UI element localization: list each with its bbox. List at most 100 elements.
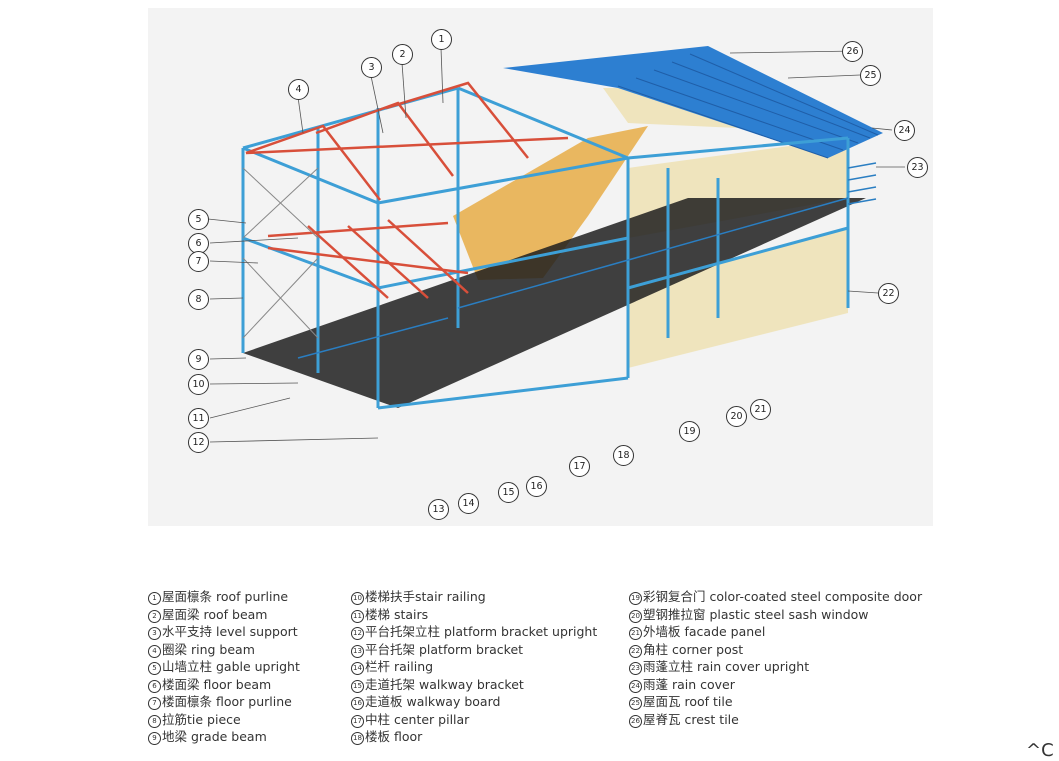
railings xyxy=(297,162,877,359)
legend-number: 15 xyxy=(351,679,364,693)
legend-number: 26 xyxy=(629,714,642,728)
legend-number: 11 xyxy=(351,609,364,623)
steel-frame xyxy=(241,86,850,410)
legend-number: 14 xyxy=(351,662,364,675)
callout-6: 6 xyxy=(188,233,209,254)
legend-text: 楼面梁 floor beam xyxy=(162,676,272,692)
structure-drawing xyxy=(207,46,905,443)
legend-text: 屋面瓦 roof tile xyxy=(643,694,733,709)
legend-number: 4 xyxy=(148,644,161,658)
floor-slab xyxy=(243,198,866,408)
legend-text: 楼面檩条 floor purline xyxy=(162,694,292,709)
roof-sheet xyxy=(503,46,883,158)
legend-text: 雨蓬立柱 rain cover upright xyxy=(643,659,810,674)
legend-text: 走道托架 walkway bracket xyxy=(365,676,524,692)
legend-text: 拉筋tie piece xyxy=(162,711,241,727)
callout-25: 25 xyxy=(860,65,881,86)
legend-text: 栏杆 railing xyxy=(365,659,434,674)
page-mark: ^C xyxy=(1026,740,1054,761)
callout-15: 15 xyxy=(498,482,519,503)
callout-9: 9 xyxy=(188,349,209,370)
legend-text: 屋面梁 roof beam xyxy=(162,606,268,622)
legend-number: 18 xyxy=(351,732,364,745)
callout-22: 22 xyxy=(878,283,899,304)
legend-number: 25 xyxy=(629,697,642,710)
legend-number: 10 xyxy=(351,592,364,605)
legend-number: 3 xyxy=(148,627,161,640)
facade-panel-lower xyxy=(628,228,848,368)
legend-number: 5 xyxy=(148,662,161,675)
legend-number: 17 xyxy=(351,714,364,728)
callout-4: 4 xyxy=(288,79,309,100)
legend-number: 23 xyxy=(629,662,642,675)
callout-20: 20 xyxy=(726,406,747,427)
legend-text: 走道板 walkway board xyxy=(365,694,501,709)
callout-11: 11 xyxy=(188,408,209,429)
legend-number: 8 xyxy=(148,714,161,728)
legend-text: 楼梯扶手stair railing xyxy=(365,589,486,604)
legend-text: 角柱 corner post xyxy=(643,641,744,657)
callout-5: 5 xyxy=(188,209,209,230)
legend-number: 20 xyxy=(629,609,642,623)
legend-text: 彩钢复合门 color-coated steel composite door xyxy=(643,589,923,604)
legend-number: 9 xyxy=(148,732,161,745)
callout-14: 14 xyxy=(458,493,479,514)
legend-text: 圈梁 ring beam xyxy=(162,641,255,657)
callout-26: 26 xyxy=(842,41,863,62)
legend-text: 楼梯 stairs xyxy=(365,606,429,622)
legend-number: 1 xyxy=(148,592,161,605)
legend-text: 平台托架 platform bracket xyxy=(365,641,524,657)
legend-text: 外墙板 facade panel xyxy=(643,624,766,639)
callout-24: 24 xyxy=(894,120,915,141)
callout-16: 16 xyxy=(526,476,547,497)
tie-bracing xyxy=(242,167,319,339)
legend-text: 平台托架立柱 platform bracket upright xyxy=(365,624,598,639)
legend-text: 塑钢推拉窗 plastic steel sash window xyxy=(643,606,869,622)
legend-text: 屋脊瓦 crest tile xyxy=(643,711,739,727)
legend-number: 13 xyxy=(351,644,364,658)
callout-18: 18 xyxy=(613,445,634,466)
callout-2: 2 xyxy=(392,44,413,65)
callout-21: 21 xyxy=(750,399,771,420)
callout-3: 3 xyxy=(361,57,382,78)
legend-number: 19 xyxy=(629,592,642,605)
structure-diagram: 1 2 3 4 5 6 7 8 9 10 11 12 13 14 15 16 1… xyxy=(148,8,933,526)
callout-8: 8 xyxy=(188,289,209,310)
legend-number: 6 xyxy=(148,679,161,693)
legend-text: 地梁 grade beam xyxy=(162,729,267,744)
callout-23: 23 xyxy=(907,157,928,178)
legend-number: 24 xyxy=(629,679,642,693)
callout-1: 1 xyxy=(431,29,452,50)
legend-number: 22 xyxy=(629,644,642,658)
callout-19: 19 xyxy=(679,421,700,442)
callout-17: 17 xyxy=(569,456,590,477)
legend-number: 2 xyxy=(148,609,161,623)
callout-13: 13 xyxy=(428,499,449,520)
legend-number: 12 xyxy=(351,627,364,640)
